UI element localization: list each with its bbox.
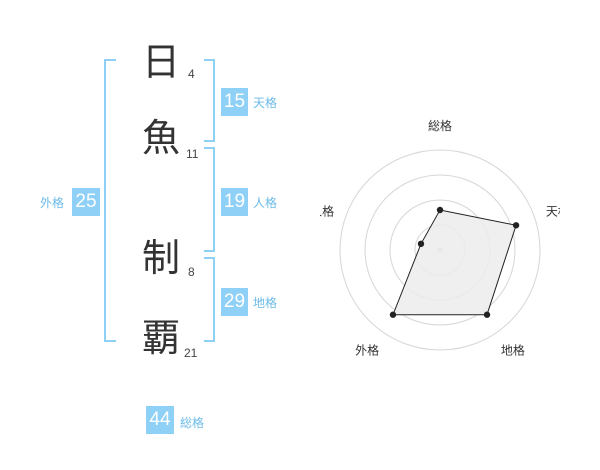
tenkaku-label: 天格 [253,96,278,110]
soukaku-label: 総格 [180,416,205,430]
soukaku-value-badge: 44 [146,406,174,434]
radar-axis-label: 外格 [355,342,379,357]
jinkaku-value-badge: 19 [221,188,248,216]
kanji-char-4: 覇 [142,316,181,360]
gaikaku-bracket [104,59,116,342]
radar-point-4 [389,311,397,318]
radar-axis-label: 人格 [320,204,334,219]
kanji-char-3: 制 [142,236,181,280]
radar-point-5 [417,240,425,248]
chikaku-value-badge: 29 [221,288,248,316]
gaikaku-label: 外格 [40,196,65,210]
radar-axis-label: 地格 [501,342,525,357]
radar-axis-labels: 総格天格地格 外格 人格 [320,118,560,357]
chikaku-label: 地格 [253,296,278,310]
radar-point-1 [436,206,444,214]
kanji-char-1: 日 [142,40,181,84]
chikaku-bracket [204,257,215,342]
radar-axis-label: 天格 [546,204,560,219]
radar-chart: 総格天格地格 外格 人格 [320,118,560,357]
radar-points [389,206,520,318]
kanji-char-2: 魚 [142,116,181,160]
tenkaku-bracket [204,59,215,142]
tenkaku-value-badge: 15 [221,88,248,116]
kanji-stroke-count-2: 11 [186,147,199,161]
jinkaku-bracket [204,147,215,252]
radar-polygon [392,209,517,316]
radar-ring [339,149,541,351]
jinkaku-label: 人格 [253,196,278,210]
radar-axis-label: 総格 [428,118,452,133]
radar-point-2 [512,222,520,229]
radar-ring [364,174,516,326]
radar-point-3 [483,311,491,318]
kanji-stroke-count-1: 4 [188,67,195,81]
kanji-stroke-count-4: 21 [184,346,198,360]
kanji-stroke-count-3: 8 [188,265,195,279]
gaikaku-value-badge: 25 [72,188,100,216]
